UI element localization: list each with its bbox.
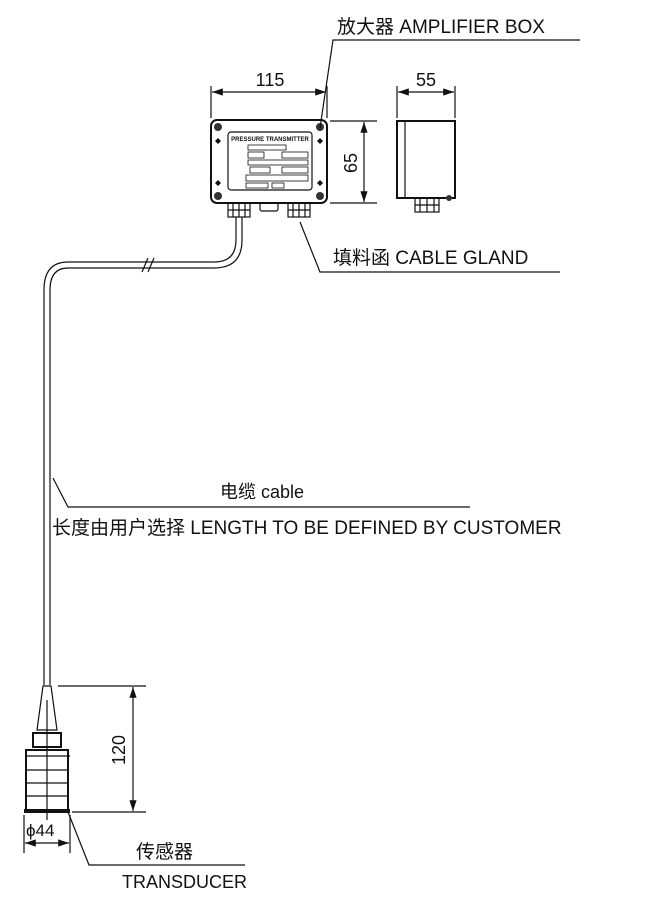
transducer [24, 685, 70, 820]
svg-text:120: 120 [109, 735, 129, 765]
nameplate-title: PRESSURE TRANSMITTER [231, 137, 309, 143]
cable [43, 217, 243, 685]
nameplate [227, 131, 313, 191]
dimension-diameter: ϕ44 [23, 815, 71, 853]
svg-text:ϕ44: ϕ44 [26, 821, 54, 840]
transducer-label-en: TRANSDUCER [122, 872, 247, 892]
amplifier-box-side [396, 120, 456, 213]
amplifier-label: 放大器 AMPLIFIER BOX [337, 16, 545, 38]
gland-leader [299, 221, 560, 273]
svg-text:55: 55 [416, 70, 436, 90]
dimension-transducer-height: 120 [58, 685, 146, 813]
dimension-height: 65 [330, 120, 377, 204]
svg-text:115: 115 [256, 70, 285, 90]
amplifier-box-front: PRESSURE TRANSMITTER [210, 119, 328, 218]
gland-label: 填料函 CABLE GLAND [333, 247, 528, 269]
cable-leader [52, 477, 470, 508]
svg-text:65: 65 [341, 153, 361, 173]
cable-length-note: 长度由用户选择 LENGTH TO BE DEFINED BY CUSTOMER [52, 517, 562, 539]
cable-label: 电缆 cable [220, 482, 304, 502]
dimension-depth: 55 [396, 70, 456, 118]
transducer-leader [67, 811, 245, 866]
transducer-label-cn: 传感器 [136, 841, 193, 863]
dimension-width: 115 [210, 70, 328, 118]
amplifier-leader [319, 39, 580, 129]
